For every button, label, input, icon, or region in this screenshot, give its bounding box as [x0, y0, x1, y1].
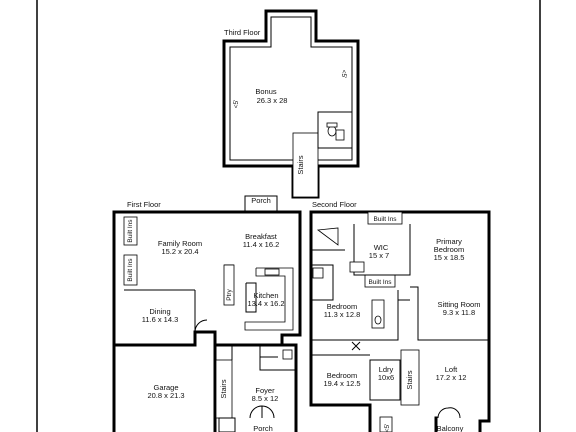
builtins-upper	[123, 216, 138, 246]
builtins-wic-top	[367, 211, 403, 225]
svg-text:Built Ins: Built Ins	[373, 216, 397, 223]
third-floor-stairs	[292, 132, 319, 198]
room-kitchen-name: Kitchen	[253, 291, 278, 300]
first-floor-title: First Floor	[127, 200, 161, 209]
svg-text:Built Ins: Built Ins	[368, 279, 392, 286]
room-breakfast-size: 11.4 x 16.2	[243, 240, 280, 249]
room-foyer-size: 8.5 x 12	[252, 394, 279, 403]
svg-text:Built Ins: Built Ins	[127, 258, 134, 282]
bonus-ceiling-right: <5'	[340, 70, 347, 79]
room-bedroom2-size: 19.4 x 12.5	[323, 379, 360, 388]
porch-top-label: Porch	[251, 196, 271, 205]
room-loft-name: Loft	[445, 365, 458, 374]
room-primary-name2: Bedroom	[434, 245, 464, 254]
second-floor-title: Second Floor	[312, 200, 357, 209]
room-family-name: Family Room	[158, 239, 202, 248]
room-laundry-size: 10x6	[378, 373, 394, 382]
room-bedroom1-size: 11.3 x 12.8	[324, 310, 361, 319]
third-floor: Third Floor Stairs Bonus 26.3 x 28 <5' <…	[222, 9, 360, 199]
room-primary-name1: Primary	[436, 237, 462, 246]
room-bonus-name: Bonus	[255, 87, 277, 96]
porch-bottom-label: Porch	[253, 424, 273, 432]
second-floor: Second Floor Built Ins Built Ins Stairs …	[309, 200, 491, 432]
room-sitting-name: Sitting Room	[438, 300, 481, 309]
room-garage-name: Garage	[153, 383, 178, 392]
room-garage-size: 20.8 x 21.3	[147, 391, 184, 400]
third-stairs-label: Stairs	[296, 155, 305, 174]
svg-text:Stairs: Stairs	[219, 379, 228, 398]
room-family-size: 15.2 x 20.4	[161, 247, 198, 256]
room-bedroom2-name: Bedroom	[327, 371, 357, 380]
room-bonus-size: 26.3 x 28	[257, 96, 288, 105]
room-breakfast-name: Breakfast	[245, 232, 278, 241]
room-dining-size: 11.6 x 14.3	[142, 315, 179, 324]
bonus-ceiling-left: <5'	[233, 100, 240, 109]
second-floor-stairs	[400, 349, 420, 406]
balcony-label: Balcony	[437, 424, 464, 432]
third-floor-title: Third Floor	[224, 28, 261, 37]
room-kitchen-size: 13.4 x 16.2	[247, 299, 284, 308]
builtins-lower	[123, 254, 138, 286]
svg-text:Stairs: Stairs	[405, 370, 414, 389]
room-foyer-name: Foyer	[255, 386, 275, 395]
room-sitting-size: 9.3 x 11.8	[443, 308, 475, 317]
room-dining-name: Dining	[149, 307, 170, 316]
pantry	[223, 264, 235, 306]
svg-text:Ptry: Ptry	[226, 288, 233, 300]
room-bedroom1-name: Bedroom	[327, 302, 357, 311]
svg-text:<5': <5'	[384, 424, 391, 432]
room-primary-size: 15 x 18.5	[434, 253, 465, 262]
room-wic-name: WIC	[374, 243, 389, 252]
first-floor: First Floor Porch Built Ins Built Ins Pt…	[112, 195, 302, 432]
svg-text:Built Ins: Built Ins	[127, 219, 134, 243]
room-wic-size: 15 x 7	[369, 251, 389, 260]
room-loft-size: 17.2 x 12	[436, 373, 467, 382]
room-laundry-name: Ldry	[379, 365, 394, 374]
